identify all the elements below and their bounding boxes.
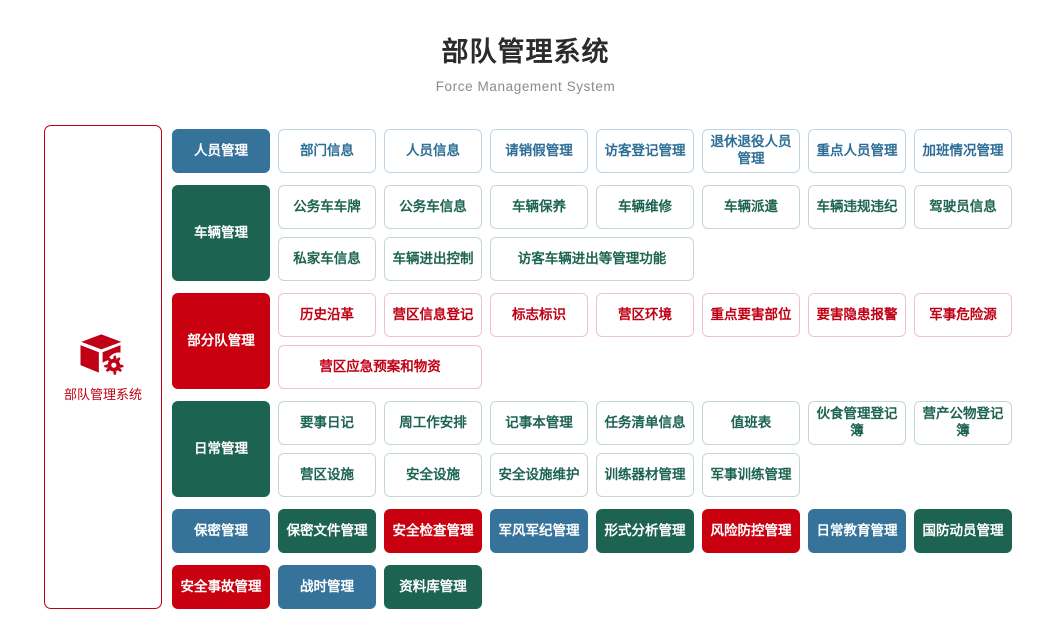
module-tile[interactable]: 伙食管理登记簿 (808, 401, 906, 445)
module-tile[interactable]: 安全设施维护 (490, 453, 588, 497)
item-line: 公务车车牌 公务车信息 车辆保养 车辆维修 车辆派遣 车辆违规违纪 驾驶员信息 (274, 181, 1051, 233)
category-label-personnel[interactable]: 人员管理 (172, 129, 270, 173)
module-row-vehicle: 车辆管理 公务车车牌 公务车信息 车辆保养 车辆维修 车辆派遣 车辆违规违纪 驾… (168, 181, 1051, 285)
module-tile[interactable]: 车辆维修 (596, 185, 694, 229)
module-tile[interactable]: 日常教育管理 (808, 509, 906, 553)
module-tile[interactable]: 营区设施 (278, 453, 376, 497)
row-items: 历史沿革 营区信息登记 标志标识 营区环境 重点要害部位 要害隐患报警 军事危险… (274, 289, 1051, 393)
module-tile[interactable]: 安全设施 (384, 453, 482, 497)
sidebar-panel[interactable]: 部队管理系统 (44, 125, 162, 609)
module-tile[interactable]: 访客登记管理 (596, 129, 694, 173)
category-label-unit[interactable]: 部分队管理 (172, 293, 270, 389)
module-tile[interactable]: 营区环境 (596, 293, 694, 337)
module-tile[interactable]: 记事本管理 (490, 401, 588, 445)
module-tile[interactable]: 安全事故管理 (172, 565, 270, 609)
row-items: 保密文件管理 安全检查管理 军风军纪管理 形式分析管理 风险防控管理 日常教育管… (274, 505, 1051, 557)
item-line: 保密文件管理 安全检查管理 军风军纪管理 形式分析管理 风险防控管理 日常教育管… (274, 505, 1051, 557)
module-tile[interactable]: 军事危险源 (914, 293, 1012, 337)
item-line: 战时管理 资料库管理 (274, 561, 1051, 613)
row-items: 部门信息 人员信息 请销假管理 访客登记管理 退休退役人员管理 重点人员管理 加… (274, 125, 1051, 177)
module-tile[interactable]: 公务车车牌 (278, 185, 376, 229)
cube-gear-icon (76, 331, 130, 381)
module-row-confidential: 保密管理 保密文件管理 安全检查管理 军风军纪管理 形式分析管理 风险防控管理 … (168, 505, 1051, 557)
module-tile[interactable]: 公务车信息 (384, 185, 482, 229)
page-subtitle: Force Management System (435, 78, 616, 94)
category-label-confidential[interactable]: 保密管理 (172, 509, 270, 553)
module-tile[interactable]: 风险防控管理 (702, 509, 800, 553)
module-tile[interactable]: 历史沿革 (278, 293, 376, 337)
module-tile[interactable]: 资料库管理 (384, 565, 482, 609)
sidebar-label: 部队管理系统 (63, 386, 142, 402)
module-tile[interactable]: 车辆进出控制 (384, 237, 482, 281)
module-tile[interactable]: 训练器材管理 (596, 453, 694, 497)
page-header: 部队管理系统 Force Management System (0, 0, 1051, 94)
module-tile[interactable]: 军事训练管理 (702, 453, 800, 497)
module-tile[interactable]: 要害隐患报警 (808, 293, 906, 337)
module-tile[interactable]: 私家车信息 (278, 237, 376, 281)
row-items: 公务车车牌 公务车信息 车辆保养 车辆维修 车辆派遣 车辆违规违纪 驾驶员信息 … (274, 181, 1051, 285)
module-tile[interactable]: 车辆保养 (490, 185, 588, 229)
item-line: 部门信息 人员信息 请销假管理 访客登记管理 退休退役人员管理 重点人员管理 加… (274, 125, 1051, 177)
module-tile[interactable]: 战时管理 (278, 565, 376, 609)
category-label-daily[interactable]: 日常管理 (172, 401, 270, 497)
module-tile[interactable]: 加班情况管理 (914, 129, 1012, 173)
item-line: 私家车信息 车辆进出控制 访客车辆进出等管理功能 (274, 233, 1051, 285)
item-line: 历史沿革 营区信息登记 标志标识 营区环境 重点要害部位 要害隐患报警 军事危险… (274, 289, 1051, 341)
module-tile[interactable]: 请销假管理 (490, 129, 588, 173)
module-row-misc: 安全事故管理 战时管理 资料库管理 (168, 561, 1051, 613)
module-tile[interactable]: 人员信息 (384, 129, 482, 173)
module-tile[interactable]: 部门信息 (278, 129, 376, 173)
body-area: 部队管理系统 人员管理 部门信息 人员信息 请销假管理 访客登记管理 退休退役人… (0, 125, 1051, 625)
module-tile[interactable]: 要事日记 (278, 401, 376, 445)
module-tile[interactable]: 营区信息登记 (384, 293, 482, 337)
row-items: 战时管理 资料库管理 (274, 561, 1051, 613)
module-grid: 人员管理 部门信息 人员信息 请销假管理 访客登记管理 退休退役人员管理 重点人… (168, 125, 1051, 617)
module-tile[interactable]: 车辆派遣 (702, 185, 800, 229)
module-tile[interactable]: 保密文件管理 (278, 509, 376, 553)
module-tile[interactable]: 安全检查管理 (384, 509, 482, 553)
module-tile[interactable]: 周工作安排 (384, 401, 482, 445)
page-title: 部队管理系统 (441, 37, 610, 67)
module-tile[interactable]: 标志标识 (490, 293, 588, 337)
module-row-unit: 部分队管理 历史沿革 营区信息登记 标志标识 营区环境 重点要害部位 要害隐患报… (168, 289, 1051, 393)
item-line: 营区应急预案和物资 (274, 341, 1051, 393)
module-tile[interactable]: 军风军纪管理 (490, 509, 588, 553)
module-tile[interactable]: 车辆违规违纪 (808, 185, 906, 229)
item-line: 营区设施 安全设施 安全设施维护 训练器材管理 军事训练管理 (274, 449, 1051, 501)
module-tile[interactable]: 值班表 (702, 401, 800, 445)
module-tile[interactable]: 重点要害部位 (702, 293, 800, 337)
module-tile[interactable]: 重点人员管理 (808, 129, 906, 173)
module-tile[interactable]: 驾驶员信息 (914, 185, 1012, 229)
category-label-vehicle[interactable]: 车辆管理 (172, 185, 270, 281)
module-row-personnel: 人员管理 部门信息 人员信息 请销假管理 访客登记管理 退休退役人员管理 重点人… (168, 125, 1051, 177)
module-tile[interactable]: 营区应急预案和物资 (278, 345, 482, 389)
module-row-daily: 日常管理 要事日记 周工作安排 记事本管理 任务清单信息 值班表 伙食管理登记簿… (168, 397, 1051, 501)
module-tile[interactable]: 退休退役人员管理 (702, 129, 800, 173)
module-tile[interactable]: 营产公物登记簿 (914, 401, 1012, 445)
module-tile[interactable]: 国防动员管理 (914, 509, 1012, 553)
module-tile[interactable]: 任务清单信息 (596, 401, 694, 445)
module-tile[interactable]: 访客车辆进出等管理功能 (490, 237, 694, 281)
module-tile[interactable]: 形式分析管理 (596, 509, 694, 553)
item-line: 要事日记 周工作安排 记事本管理 任务清单信息 值班表 伙食管理登记簿 营产公物… (274, 397, 1051, 449)
row-items: 要事日记 周工作安排 记事本管理 任务清单信息 值班表 伙食管理登记簿 营产公物… (274, 397, 1051, 501)
